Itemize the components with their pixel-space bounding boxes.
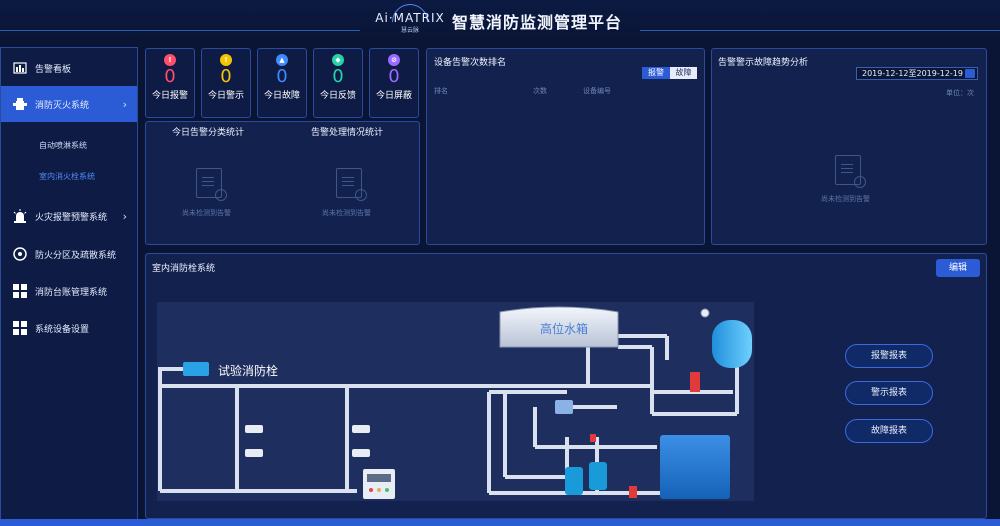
sidebar-item-fire-alarm[interactable]: 火灾报警预警系统 › bbox=[1, 198, 137, 234]
sidebar-item-fire-extinguishing[interactable]: 消防灭火系统 › bbox=[1, 86, 137, 122]
hydrant-system-diagram bbox=[157, 302, 754, 501]
top-header: Ai·MATRIX 慧云脉 智慧消防监测管理平台 bbox=[0, 0, 1000, 48]
piping-diagram-svg bbox=[158, 306, 752, 499]
device-ranking-panel bbox=[426, 48, 705, 245]
alarm-icon: ! bbox=[164, 54, 176, 66]
sidebar-subitem-sprinkler[interactable]: 自动喷淋系统 bbox=[39, 141, 87, 150]
alarm-handling-title: 告警处理情况统计 bbox=[311, 128, 384, 138]
sidebar-item-label: 系统设备设置 bbox=[35, 324, 90, 335]
fault-report-button[interactable]: 故障报表 bbox=[845, 419, 933, 443]
sidebar-item-label: 告警看板 bbox=[35, 64, 72, 75]
sidebar-item-label: 消防台账管理系统 bbox=[35, 287, 108, 298]
stat-value: 0 bbox=[164, 66, 176, 87]
logo-subtext: 慧云脉 bbox=[400, 27, 419, 34]
system-title: 室内消防栓系统 bbox=[152, 264, 216, 274]
stat-card-blocked[interactable]: ⊘ 0 今日屏蔽 bbox=[369, 48, 419, 118]
empty-report-icon bbox=[336, 168, 367, 201]
stat-card-warning[interactable]: ! 0 今日警示 bbox=[201, 48, 251, 118]
logo-text: Ai·MATRIX bbox=[375, 11, 445, 25]
header-divider-left bbox=[0, 30, 360, 31]
alarm-light-icon bbox=[13, 209, 27, 223]
column-header-rank: 排名 bbox=[434, 87, 448, 95]
sidebar-item-ledger[interactable]: 消防台账管理系统 bbox=[1, 273, 137, 309]
date-range-value: 2019-12-12至2019-12-19 bbox=[862, 69, 963, 78]
stat-value: 0 bbox=[276, 66, 288, 87]
stat-label: 今日故障 bbox=[263, 91, 300, 101]
stat-card-alarm[interactable]: ! 0 今日报警 bbox=[145, 48, 195, 118]
stat-card-feedback[interactable]: ◆ 0 今日反馈 bbox=[313, 48, 363, 118]
sidebar-item-label: 火灾报警预警系统 bbox=[35, 212, 108, 223]
alarm-report-button[interactable]: 报警报表 bbox=[845, 344, 933, 368]
header-divider-right bbox=[640, 30, 1000, 31]
app-title: 智慧消防监测管理平台 bbox=[452, 13, 623, 32]
stat-card-fault[interactable]: ▲ 0 今日故障 bbox=[257, 48, 307, 118]
high-tank-label: 高位水箱 bbox=[540, 322, 589, 336]
ranking-title: 设备告警次数排名 bbox=[434, 58, 507, 68]
date-range-picker[interactable]: 2019-12-12至2019-12-19 bbox=[856, 67, 978, 80]
trend-title: 告警警示故障趋势分析 bbox=[718, 58, 809, 68]
sidebar-item-dashboard[interactable]: 告警看板 bbox=[1, 50, 137, 86]
stat-value: 0 bbox=[388, 66, 400, 87]
test-hydrant-label: 试验消防栓 bbox=[218, 364, 279, 378]
stat-label: 今日屏蔽 bbox=[375, 91, 412, 101]
hydrant-icon bbox=[13, 97, 27, 111]
column-header-device-id: 设备编号 bbox=[583, 87, 611, 95]
bottom-scrollbar[interactable] bbox=[0, 519, 1000, 526]
sidebar-item-device-settings[interactable]: 系统设备设置 bbox=[1, 310, 137, 346]
alarm-category-title: 今日告警分类统计 bbox=[172, 128, 245, 138]
alarm-statistics-panel bbox=[145, 121, 420, 245]
warning-report-button[interactable]: 警示报表 bbox=[845, 381, 933, 405]
dashboard-icon bbox=[13, 61, 27, 75]
empty-state-text: 尚未检测到告警 bbox=[322, 209, 371, 217]
grid-icon bbox=[13, 284, 27, 298]
chevron-right-icon: › bbox=[122, 97, 127, 111]
evacuation-icon bbox=[13, 247, 27, 261]
stat-label: 今日警示 bbox=[207, 91, 244, 101]
brand-logo: Ai·MATRIX 慧云脉 bbox=[370, 0, 450, 48]
trend-analysis-panel bbox=[711, 48, 987, 245]
test-hydrant-box bbox=[183, 362, 209, 376]
sidebar-item-fire-zones[interactable]: 防火分区及疏散系统 bbox=[1, 236, 137, 272]
empty-report-icon bbox=[835, 155, 866, 188]
warning-icon: ! bbox=[220, 54, 232, 66]
block-icon: ⊘ bbox=[388, 54, 400, 66]
unit-label: 单位：次 bbox=[946, 89, 974, 97]
sidebar-item-label: 防火分区及疏散系统 bbox=[35, 250, 117, 261]
sidebar: 告警看板 消防灭火系统 › 自动喷淋系统 室内消火栓系统 火灾报警预警系统 › … bbox=[0, 47, 138, 526]
empty-report-icon bbox=[196, 168, 227, 201]
stat-label: 今日报警 bbox=[151, 91, 188, 101]
chevron-right-icon: › bbox=[122, 209, 127, 223]
sidebar-item-label: 消防灭火系统 bbox=[35, 100, 90, 111]
calendar-icon[interactable] bbox=[965, 69, 975, 78]
empty-state-text: 尚未检测到告警 bbox=[182, 209, 231, 217]
toggle-alarm[interactable]: 报警 bbox=[642, 67, 670, 79]
empty-state-text: 尚未检测到告警 bbox=[821, 195, 870, 203]
feedback-icon: ◆ bbox=[332, 54, 344, 66]
stat-value: 0 bbox=[332, 66, 344, 87]
grid-icon bbox=[13, 321, 27, 335]
edit-button[interactable]: 编辑 bbox=[936, 259, 980, 277]
toggle-fault[interactable]: 故障 bbox=[670, 67, 697, 79]
fault-icon: ▲ bbox=[276, 54, 288, 66]
column-header-count: 次数 bbox=[533, 87, 547, 95]
stat-label: 今日反馈 bbox=[319, 91, 356, 101]
stat-value: 0 bbox=[220, 66, 232, 87]
sidebar-subitem-indoor-hydrant[interactable]: 室内消火栓系统 bbox=[39, 172, 95, 181]
